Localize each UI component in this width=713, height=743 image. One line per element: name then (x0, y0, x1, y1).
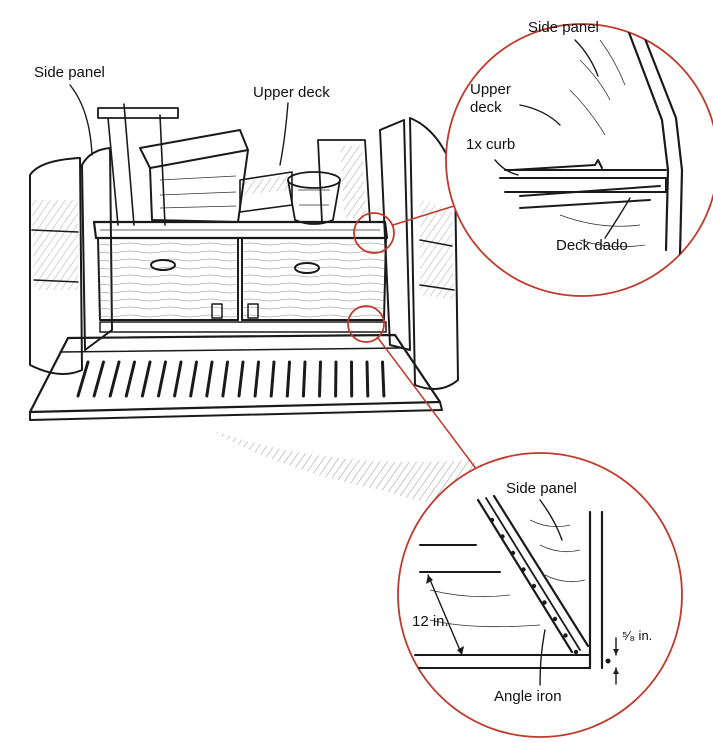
tailgate-rib (78, 362, 88, 396)
label-detail-bottom-5-8: ⁵⁄₈ in. (622, 628, 652, 643)
angle-iron-hole (574, 650, 578, 654)
tailgate-rib (191, 362, 197, 396)
angle-iron-hole (521, 567, 525, 571)
label-detail-top-curb: 1x curb (466, 136, 515, 153)
label-upper-deck-main: Upper deck (253, 84, 330, 101)
angle-iron-hole (511, 551, 515, 555)
callout-markers (348, 193, 489, 481)
angle-iron-hole (553, 617, 557, 621)
label-detail-top-upper: Upper (470, 81, 511, 98)
upper-deck (94, 222, 387, 238)
tailgate-rib (287, 362, 289, 396)
tailgate-rib (207, 362, 212, 396)
tailgate-rib (142, 362, 150, 396)
tailgate-rib (175, 362, 181, 396)
tailgate-rib (110, 362, 119, 396)
angle-iron-hole (500, 534, 504, 538)
tailgate-ribs (78, 362, 384, 396)
tailgate-rib (159, 362, 166, 396)
label-side-panel-main: Side panel (34, 64, 105, 81)
drawer-cabinet (98, 238, 386, 332)
angle-iron-hole (563, 633, 567, 637)
tailgate-rib (239, 362, 243, 396)
label-detail-bottom-12in: 12 in. (412, 613, 449, 630)
label-detail-top-side-panel: Side panel (528, 19, 599, 36)
tailgate-rib (223, 362, 228, 396)
tailgate-rib (303, 362, 305, 396)
cargo-items (98, 104, 370, 225)
label-detail-top-deck: deck (470, 99, 502, 116)
tailgate-rib (271, 362, 274, 396)
tailgate-rib (126, 362, 134, 396)
angle-iron-hole (542, 600, 546, 604)
label-detail-top-dado: Deck dado (556, 237, 628, 254)
tailgate-rib (94, 362, 103, 396)
tailgate (30, 335, 442, 420)
tailgate-rib (255, 362, 258, 396)
tailgate-rib (367, 362, 368, 396)
angle-iron-hole (490, 518, 494, 522)
callout-leader-bottom (378, 338, 483, 478)
tailgate-rib (320, 362, 321, 396)
tailgate-rib (383, 362, 384, 396)
angle-iron-hole (532, 584, 536, 588)
label-detail-bottom-side-panel: Side panel (506, 480, 577, 497)
detail-top (446, 24, 713, 296)
label-detail-bottom-angle-iron: Angle iron (494, 688, 562, 705)
